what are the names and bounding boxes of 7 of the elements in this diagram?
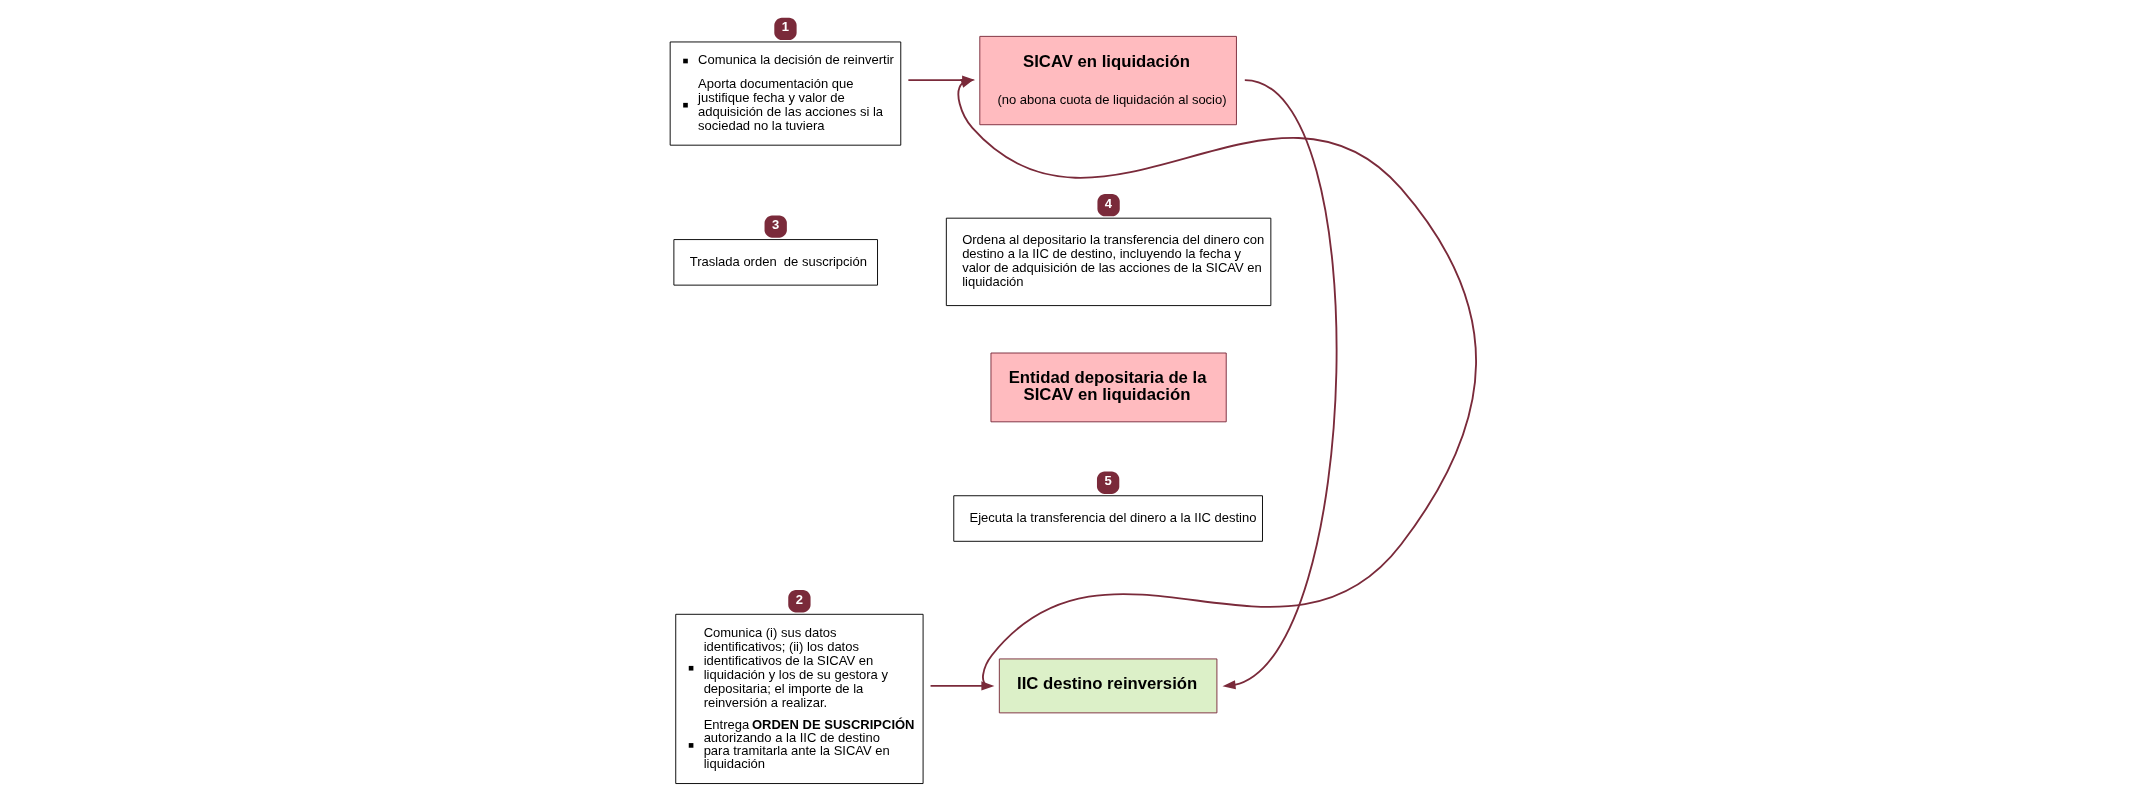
node-label: 2	[795, 591, 803, 607]
arrow	[1222, 79, 1338, 690]
node-label: 1	[781, 19, 789, 35]
node-label: 3	[771, 217, 780, 233]
node-label: 5	[1104, 473, 1112, 489]
node-label: 4	[1104, 195, 1113, 211]
arrow	[957, 79, 1477, 687]
